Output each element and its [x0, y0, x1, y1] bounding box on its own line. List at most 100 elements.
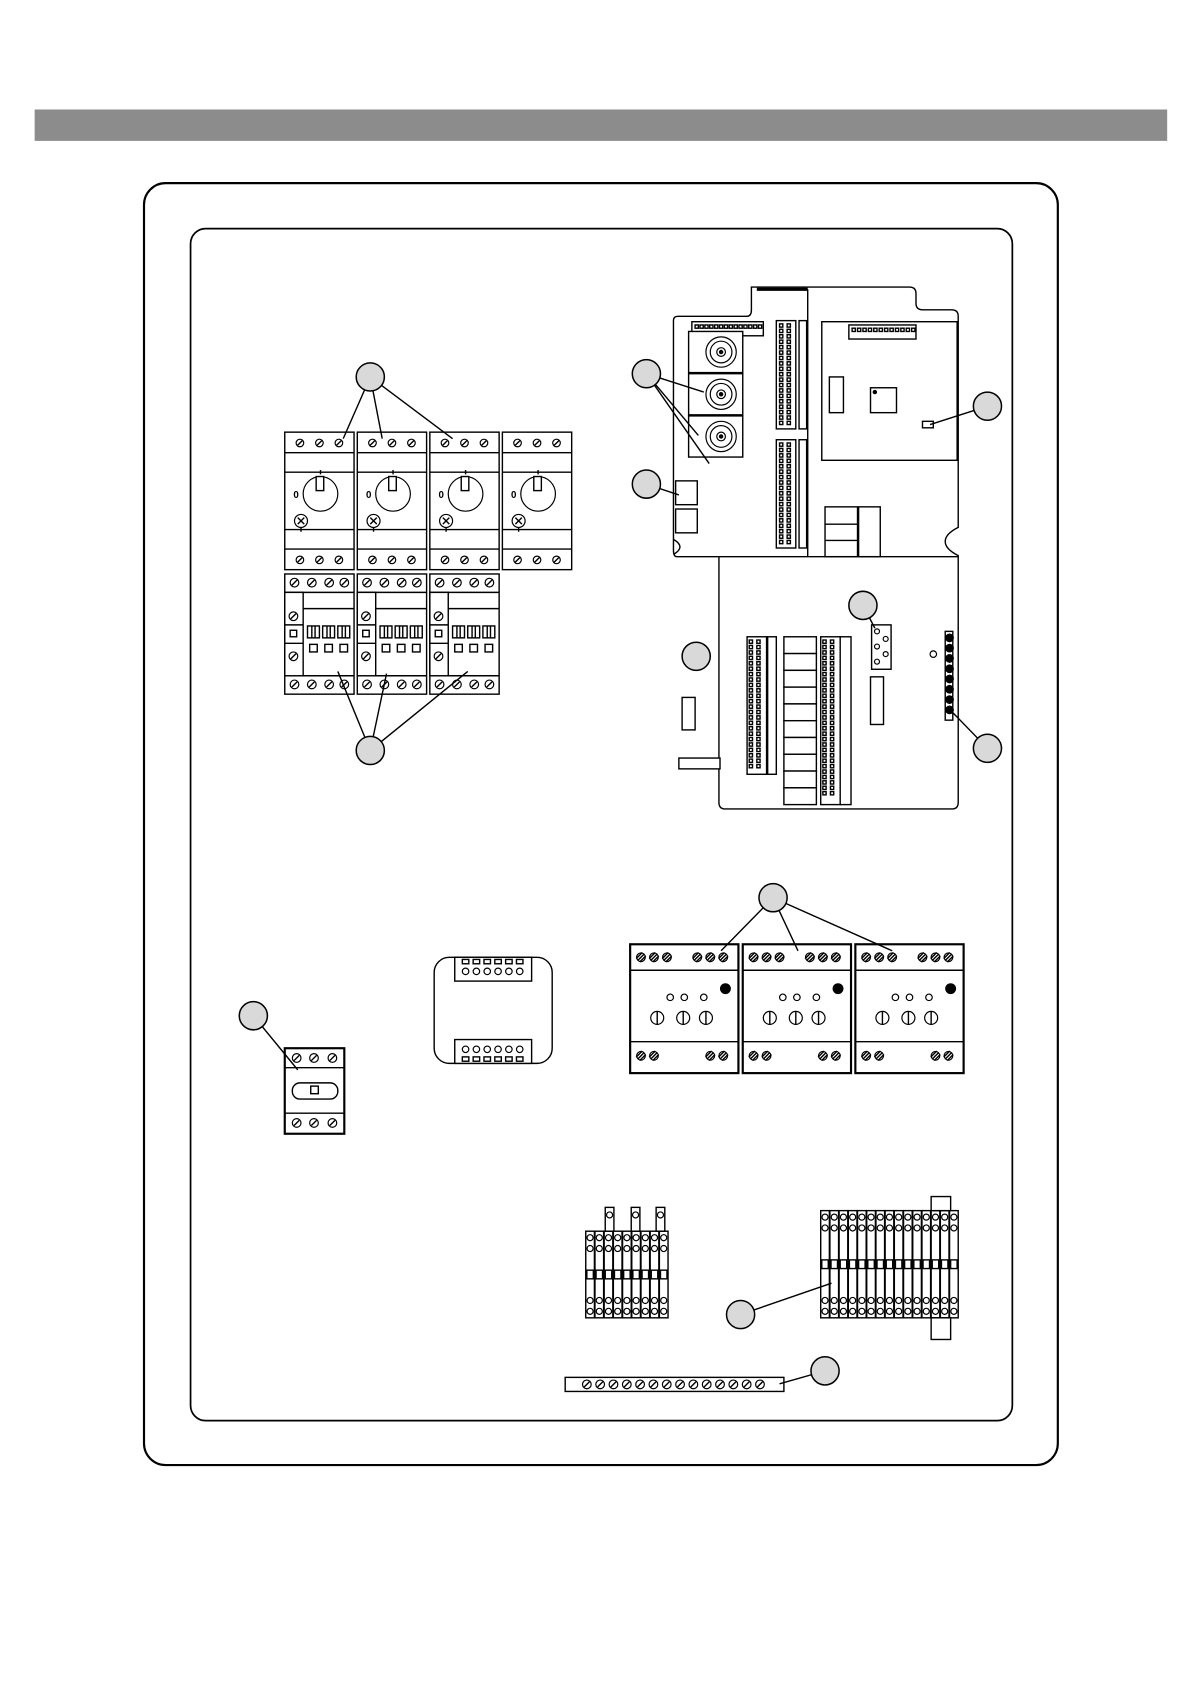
tab [461, 958, 470, 965]
pin [778, 355, 784, 361]
hatch [943, 952, 951, 960]
terminal [945, 684, 954, 694]
terminal [483, 967, 492, 976]
pin [829, 677, 835, 682]
line [369, 517, 378, 525]
pin [822, 725, 827, 731]
pin [778, 490, 784, 496]
screw-slot [435, 653, 442, 660]
screw-slot [514, 440, 521, 446]
fuse [678, 757, 721, 770]
pin [778, 409, 784, 415]
callout-marker [631, 469, 662, 499]
screw-terminal-icon [361, 611, 371, 622]
circle [605, 1211, 614, 1219]
pin [778, 366, 784, 372]
screw-terminal-icon [741, 1379, 752, 1390]
pin [778, 501, 784, 507]
pin [822, 747, 827, 753]
screw-slot [408, 557, 415, 563]
hatch [637, 1052, 645, 1060]
pin [756, 758, 761, 764]
pin [786, 366, 792, 372]
hatch [706, 953, 714, 961]
module-body [854, 943, 965, 1075]
pole-square [324, 643, 334, 653]
circle [873, 643, 881, 650]
pin [756, 671, 761, 677]
control-pcb [672, 286, 959, 810]
header-rail [798, 439, 808, 549]
screw-slot [316, 557, 323, 563]
screw-slot [308, 579, 315, 586]
pin [778, 388, 784, 393]
screw-terminal-icon [387, 438, 397, 448]
pin [829, 655, 835, 661]
terminal [483, 1045, 492, 1054]
screw-slot [362, 613, 370, 620]
terminal [494, 1045, 502, 1054]
adjust-knob-icon [875, 1010, 890, 1025]
earth-symbol [929, 650, 938, 658]
screw-slot [623, 1381, 630, 1388]
screw-slot [369, 557, 376, 563]
pin [786, 469, 792, 474]
pin [786, 480, 792, 485]
hatch [877, 955, 885, 963]
pin [786, 458, 792, 464]
pin [757, 324, 763, 329]
screw [867, 1224, 875, 1232]
hatch [751, 955, 759, 963]
screw-slot [442, 557, 448, 563]
screw [595, 1307, 603, 1315]
contactor [284, 573, 355, 695]
screw-terminal-icon [289, 577, 300, 588]
screw [885, 1296, 894, 1305]
knob-pointer [315, 475, 325, 492]
terminal-block [921, 1209, 932, 1319]
hatch [930, 1050, 938, 1058]
hatch [718, 1050, 726, 1058]
adjust-dial-icon [293, 513, 309, 532]
label-slot [885, 1259, 894, 1270]
screw [950, 1307, 958, 1315]
pin [829, 774, 835, 780]
pin [778, 371, 784, 377]
screw-terminal-icon [324, 577, 335, 588]
callout-marker [810, 1356, 840, 1386]
indicator-led [812, 993, 821, 1002]
pin [829, 753, 835, 758]
terminal-group-left [585, 1206, 669, 1319]
pin [829, 650, 835, 655]
relay [783, 669, 818, 688]
label-slot [821, 1259, 829, 1270]
terminal-block [875, 1209, 886, 1319]
hatch [652, 1054, 660, 1062]
pin [756, 682, 761, 688]
pin [822, 774, 827, 780]
screw-terminal-icon [396, 679, 407, 690]
screw-terminal-icon [648, 1379, 659, 1390]
pin [748, 763, 754, 769]
motor-protection-breaker: 0 [501, 431, 573, 571]
screw [660, 1296, 668, 1305]
pin [786, 377, 792, 382]
tab [504, 958, 513, 965]
knob-pointer [460, 475, 470, 492]
screw-terminal-icon [701, 1379, 712, 1390]
screw [650, 1296, 659, 1305]
screw-terminal-icon [396, 577, 407, 588]
pin [822, 666, 827, 672]
screw-terminal-icon [661, 1379, 672, 1390]
callout-marker [238, 1000, 269, 1031]
screw-terminal-icon [434, 577, 445, 588]
pin [756, 639, 761, 644]
hatch [877, 1054, 885, 1062]
screw-terminal-icon [440, 555, 450, 565]
pin [822, 671, 827, 677]
pin [822, 688, 827, 693]
screw-terminal-icon [433, 611, 444, 622]
pin [699, 324, 704, 329]
terminal [945, 664, 954, 674]
hatch [650, 1052, 658, 1060]
